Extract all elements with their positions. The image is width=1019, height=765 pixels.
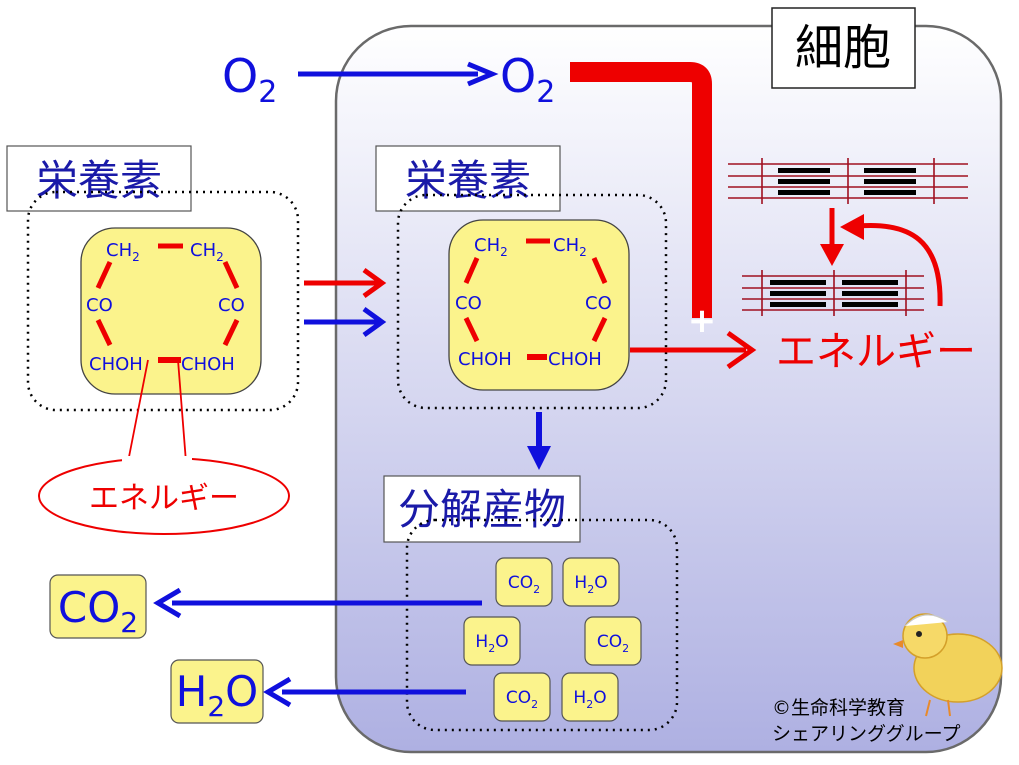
mol-out-co-right: CO xyxy=(218,295,245,316)
nutrient-inside-dotted-box xyxy=(396,193,668,410)
contraction-arrow xyxy=(820,208,844,266)
cell-title-box: 細胞 xyxy=(771,7,916,89)
mol-in-ch2-left: CH2 xyxy=(474,235,508,259)
breakdown-arrow xyxy=(527,412,551,470)
sarcomere-relaxed xyxy=(728,158,968,204)
plus-sign: + xyxy=(688,301,717,341)
svg-text:CO2: CO2 xyxy=(506,688,538,711)
co2-outflow-arrow xyxy=(153,587,482,619)
o2-outside: O2 xyxy=(222,49,277,110)
product-chip: H2O xyxy=(562,557,620,607)
energy-callout-label: エネルギー xyxy=(89,481,239,516)
copyright-line2: シェアリンググループ xyxy=(772,723,960,745)
cell-title: 細胞 xyxy=(795,20,891,76)
nutrient-inside-molecule: CH2 CH2 CO CO CHOH CHOH xyxy=(448,219,630,391)
o2-inflow-arrow xyxy=(298,61,499,87)
mol-out-co-left: CO xyxy=(86,295,113,316)
nutrient-inflow-blue-arrow xyxy=(304,306,387,338)
nutrient-outside-dotted-box xyxy=(26,190,300,412)
product-chip: CO2 xyxy=(495,557,553,607)
mol-out-choh-right: CHOH xyxy=(181,354,235,375)
o2-to-energy-path xyxy=(570,62,712,318)
copyright-line1: ©生命科学教育 xyxy=(772,697,905,719)
svg-text:CO2: CO2 xyxy=(597,632,629,655)
energy-callout: エネルギー xyxy=(38,359,290,535)
nutrient-inflow-red-arrow xyxy=(304,267,387,299)
nutrient-outside-molecule: CH2 CH2 CO CO CHOH CHOH xyxy=(80,227,262,395)
mol-in-co-right: CO xyxy=(585,293,612,314)
mol-in-choh-left: CHOH xyxy=(458,349,512,370)
nutrient-inside-label: 栄養素 xyxy=(405,156,531,205)
mol-out-ch2-left: CH2 xyxy=(106,240,140,264)
h2o-output-box: H2O xyxy=(170,659,264,724)
product-chip: CO2 xyxy=(493,672,551,722)
svg-text:H2O: H2O xyxy=(475,632,508,655)
nutrient-inside-label-box: 栄養素 xyxy=(375,145,561,212)
muscle-sarcomere-icon xyxy=(728,158,968,316)
co2-output-box: CO2 xyxy=(49,574,147,639)
products-dotted-box xyxy=(405,518,679,732)
mol-in-ch2-right: CH2 xyxy=(553,235,587,259)
nutrient-outside-label: 栄養素 xyxy=(36,156,162,205)
mol-in-co-left: CO xyxy=(455,293,482,314)
svg-text:H2O: H2O xyxy=(573,688,606,711)
nutrient-outside-label-box: 栄養素 xyxy=(6,145,192,212)
mol-out-choh-left: CHOH xyxy=(89,354,143,375)
mol-in-choh-right: CHOH xyxy=(548,349,602,370)
svg-text:CO2: CO2 xyxy=(58,583,138,639)
h2o-outflow-arrow xyxy=(263,676,466,708)
svg-text:H2O: H2O xyxy=(176,667,258,723)
svg-text:H2O: H2O xyxy=(574,573,607,596)
energy-label: エネルギー xyxy=(776,329,976,375)
svg-text:CO2: CO2 xyxy=(508,573,540,596)
product-chip: CO2 xyxy=(584,616,642,666)
product-chip: H2O xyxy=(561,672,619,722)
chick-mascot-icon xyxy=(893,613,1003,717)
products-label: 分解産物 xyxy=(398,485,566,534)
sarcomere-contracted xyxy=(742,270,924,316)
product-chip: H2O xyxy=(463,616,521,666)
molecule-to-energy-arrow xyxy=(630,330,757,370)
products-label-box: 分解産物 xyxy=(383,475,581,543)
o2-inside: O2 xyxy=(500,49,555,110)
relaxation-arrow xyxy=(840,214,943,307)
mol-out-ch2-right: CH2 xyxy=(190,240,224,264)
